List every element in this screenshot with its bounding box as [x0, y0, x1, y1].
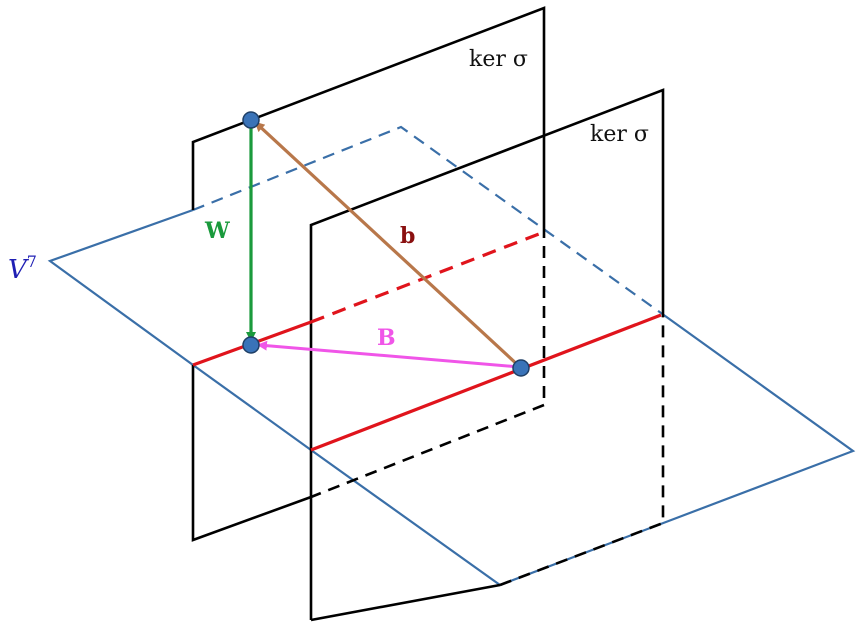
plane-v7-edge [310, 312, 856, 587]
plane-v7-edge [47, 208, 194, 366]
label-v7: V7 [8, 252, 37, 285]
label-v7-base: V [8, 255, 29, 285]
plane-v7-edge [192, 364, 312, 451]
intersection-lines [192, 230, 662, 452]
label-ker-front: ker σ [590, 122, 649, 147]
label-v7-exp: 7 [27, 252, 37, 271]
vector-b [254, 121, 522, 369]
kernel-plane-back [191, 6, 546, 542]
point-right [512, 359, 530, 377]
intersection-back-hidden [310, 230, 545, 324]
label-vec-B: B [377, 325, 396, 351]
kernel-plane-front [309, 88, 665, 622]
point-left [242, 336, 260, 354]
intersection-front [310, 313, 662, 452]
plane-v7 [47, 125, 856, 587]
plane-v7-hidden-edge [192, 125, 662, 314]
label-vec-w: W [204, 218, 230, 244]
point-top [242, 111, 260, 129]
label-vec-b: b [400, 223, 415, 249]
label-ker-back: ker σ [469, 47, 528, 72]
vector-B [257, 340, 521, 369]
